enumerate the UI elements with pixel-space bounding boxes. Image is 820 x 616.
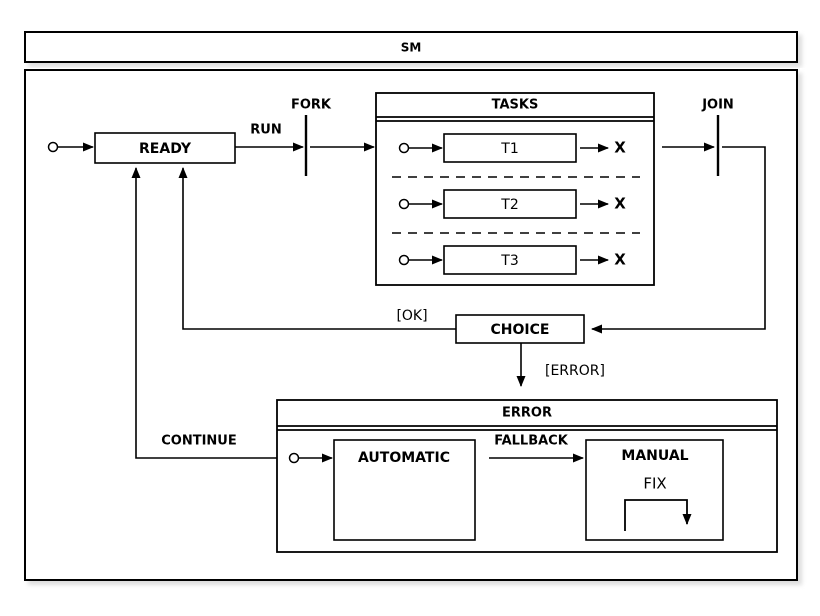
state-t2-label: T2 xyxy=(500,197,518,213)
transition-fix-label: FIX xyxy=(643,475,666,493)
state-tasks[interactable]: TASKS T1 X T2 X xyxy=(375,92,655,286)
t3-final-state-icon: X xyxy=(614,251,626,269)
transition-continue-label: CONTINUE xyxy=(161,434,237,449)
tasks-region-3: T3 X xyxy=(398,245,626,275)
state-t1-label: T1 xyxy=(500,141,518,157)
state-manual-box[interactable] xyxy=(585,439,724,541)
sm-title-bar xyxy=(24,31,798,63)
transition-continue-path xyxy=(131,167,277,459)
transition-continue: CONTINUE xyxy=(131,167,277,459)
t2-initial-state-icon xyxy=(398,198,410,210)
transition-fix-path xyxy=(624,499,692,531)
state-ready[interactable]: READY xyxy=(94,132,236,164)
transition-join-to-choice xyxy=(591,146,766,334)
state-ready-box[interactable] xyxy=(94,132,236,164)
transition-fallback-label: FALLBACK xyxy=(494,434,569,449)
pseudostate-join[interactable]: JOIN xyxy=(701,98,734,177)
transition-run: RUN xyxy=(235,123,304,152)
pseudostate-fork[interactable]: FORK xyxy=(291,98,375,177)
state-manual-label: MANUAL xyxy=(621,448,688,464)
t3-initial-state-icon xyxy=(398,254,410,266)
state-automatic-label: AUTOMATIC xyxy=(358,450,450,466)
state-ready-label: READY xyxy=(139,141,192,157)
transition-ok-path xyxy=(178,167,456,330)
fork-label: FORK xyxy=(291,98,332,113)
state-t3-box[interactable] xyxy=(443,245,577,275)
t1-final-state-icon: X xyxy=(614,139,626,157)
transition-ok-label: [OK] xyxy=(396,308,427,324)
error-initial-state-icon xyxy=(288,452,300,464)
state-t3-label: T3 xyxy=(500,253,518,269)
state-t1-box[interactable] xyxy=(443,133,577,163)
tasks-region-2: T2 X xyxy=(398,189,626,219)
initial-state-to-ready xyxy=(47,141,94,153)
state-tasks-label: TASKS xyxy=(492,98,539,113)
transition-error: [ERROR] xyxy=(516,343,605,387)
state-error[interactable]: ERROR AUTOMATIC FALLBACK MANUAL FIX xyxy=(276,399,778,553)
state-error-label: ERROR xyxy=(502,406,552,421)
transition-run-label: RUN xyxy=(250,123,281,138)
transition-ok: [OK] xyxy=(178,167,456,330)
sm-title-label: SM xyxy=(401,41,422,55)
state-choice-label: CHOICE xyxy=(491,322,550,338)
join-to-choice-path xyxy=(591,146,766,334)
tasks-region-1: T1 X xyxy=(398,133,626,163)
t2-final-state-icon: X xyxy=(614,195,626,213)
initial-state-icon xyxy=(47,141,59,153)
state-choice[interactable]: CHOICE xyxy=(455,314,585,344)
transition-error-label: [ERROR] xyxy=(545,363,605,379)
t1-initial-state-icon xyxy=(398,142,410,154)
join-label: JOIN xyxy=(701,98,734,113)
state-automatic-box[interactable] xyxy=(333,439,476,541)
state-t2-box[interactable] xyxy=(443,189,577,219)
